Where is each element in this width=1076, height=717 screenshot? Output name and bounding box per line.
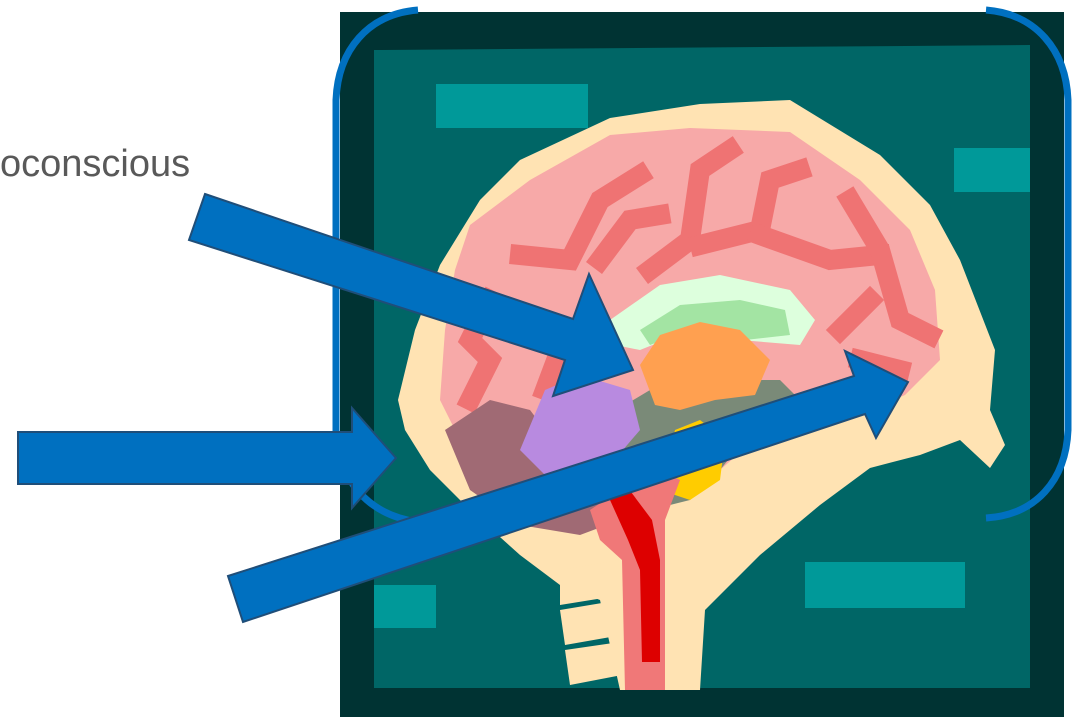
teal-block-bottom-left xyxy=(374,585,436,628)
teal-block-bottom-right xyxy=(805,562,965,608)
teal-block-top-right xyxy=(954,148,1030,192)
vertebrae xyxy=(560,560,622,685)
teal-block-top-left xyxy=(436,84,588,128)
